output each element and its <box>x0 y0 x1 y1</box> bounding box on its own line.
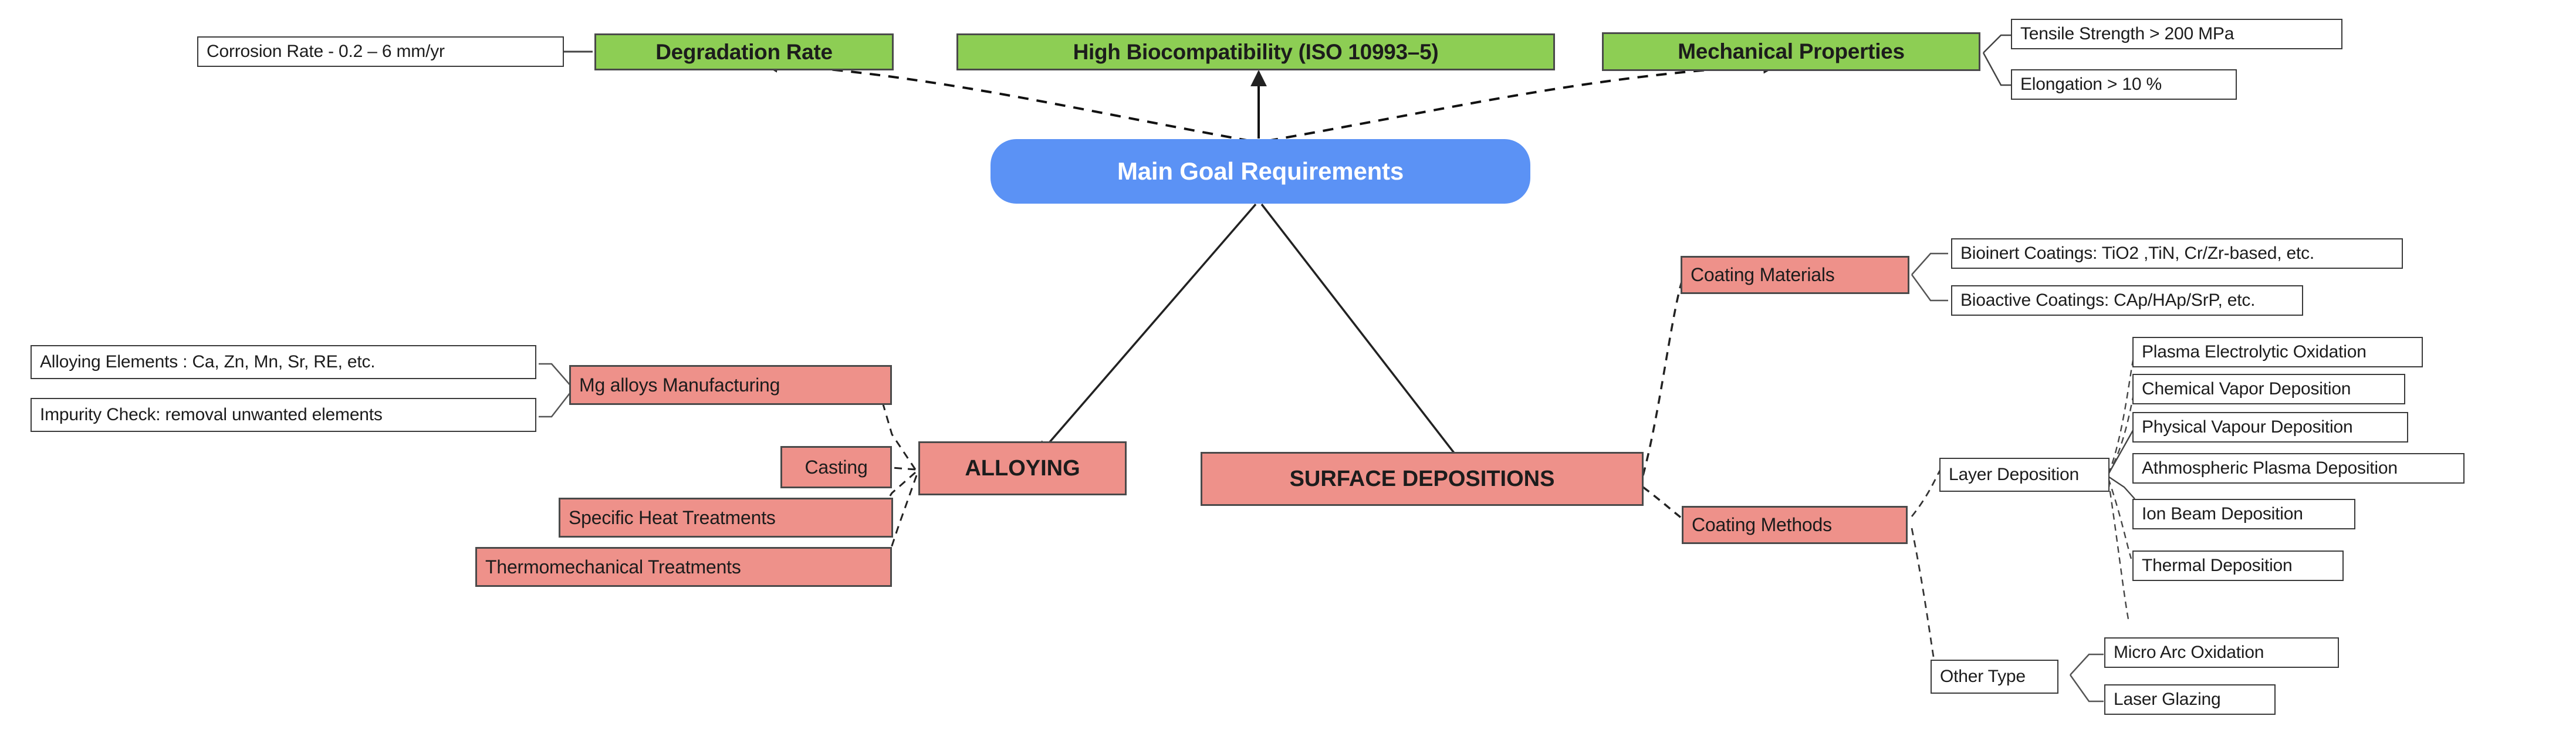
method-ion-beam-deposition-label: Ion Beam Deposition <box>2142 504 2303 524</box>
edge-mg-to-alloying-elements <box>539 363 573 388</box>
edge-coating-materials-to-bioactive <box>1911 274 1948 302</box>
method-physical-vapour-deposition: Physical Vapour Deposition <box>2132 412 2408 443</box>
method-micro-arc-oxidation-label: Micro Arc Oxidation <box>2114 643 2264 662</box>
node-alloying[interactable]: ALLOYING <box>918 441 1127 495</box>
node-specific-heat-treatments[interactable]: Specific Heat Treatments <box>559 498 893 538</box>
edge-other-to-mao <box>2070 653 2104 676</box>
requirement-degradation-rate[interactable]: Degradation Rate <box>594 33 894 70</box>
requirement-degradation-rate-label: Degradation Rate <box>655 39 833 64</box>
method-laser-glazing: Laser Glazing <box>2104 684 2276 715</box>
edge-surface-to-coating-materials <box>1642 274 1685 476</box>
edge-coating-methods-to-other-type <box>1911 528 1935 661</box>
detail-elongation: Elongation > 10 % <box>2011 69 2237 100</box>
node-layer-deposition[interactable]: Layer Deposition <box>1939 458 2110 492</box>
node-coating-materials-label: Coating Materials <box>1691 264 1835 285</box>
node-thermomechanical-treatments-label: Thermomechanical Treatments <box>485 556 741 577</box>
method-micro-arc-oxidation: Micro Arc Oxidation <box>2104 637 2339 668</box>
method-ion-beam-deposition: Ion Beam Deposition <box>2132 499 2355 529</box>
node-other-type-label: Other Type <box>1940 667 2026 686</box>
root-node-main-goal-requirements[interactable]: Main Goal Requirements <box>990 139 1530 204</box>
method-chemical-vapor-deposition: Chemical Vapor Deposition <box>2132 374 2405 404</box>
node-casting-label: Casting <box>804 456 868 478</box>
detail-impurity-check: Impurity Check: removal unwanted element… <box>31 398 536 432</box>
detail-elongation-label: Elongation > 10 % <box>2020 75 2162 94</box>
edge-layer-to-apd <box>2108 476 2135 499</box>
edge-mechanical-to-tensile <box>1983 34 2013 53</box>
node-coating-materials[interactable]: Coating Materials <box>1681 256 1909 294</box>
detail-bioinert-coatings: Bioinert Coatings: TiO2 ,TiN, Cr/Zr-base… <box>1951 238 2403 269</box>
node-mg-alloys-manufacturing-label: Mg alloys Manufacturing <box>579 374 780 396</box>
method-physical-vapour-deposition-label: Physical Vapour Deposition <box>2142 417 2353 437</box>
root-node-label: Main Goal Requirements <box>1117 157 1404 185</box>
edge-mg-to-impurity-check <box>539 390 573 418</box>
detail-tensile-strength-label: Tensile Strength > 200 MPa <box>2020 24 2234 43</box>
edge-mechanical-to-elongation <box>1982 52 2013 86</box>
detail-bioinert-coatings-label: Bioinert Coatings: TiO2 ,TiN, Cr/Zr-base… <box>1960 244 2315 263</box>
edge-layer-to-pvd <box>2107 427 2136 475</box>
requirement-mechanical-properties[interactable]: Mechanical Properties <box>1602 32 1980 71</box>
edge-layer-to-thermal <box>2107 479 2130 623</box>
method-athmospheric-plasma-deposition: Athmospheric Plasma Deposition <box>2132 453 2465 484</box>
node-other-type[interactable]: Other Type <box>1931 660 2058 694</box>
node-surface-depositions-label: SURFACE DEPOSITIONS <box>1289 466 1555 491</box>
edge-root-to-surface-depositions <box>1260 203 1468 471</box>
node-surface-depositions[interactable]: SURFACE DEPOSITIONS <box>1201 452 1644 506</box>
edge-coating-methods-to-layer-deposition <box>1911 466 1943 517</box>
method-thermal-deposition: Thermal Deposition <box>2132 551 2344 581</box>
method-thermal-deposition-label: Thermal Deposition <box>2142 556 2293 575</box>
node-casting[interactable]: Casting <box>780 446 892 488</box>
requirement-mechanical-properties-label: Mechanical Properties <box>1678 39 1905 63</box>
node-layer-deposition-label: Layer Deposition <box>1949 465 2079 484</box>
edge-other-to-laser <box>2069 674 2104 703</box>
node-alloying-label: ALLOYING <box>965 455 1080 481</box>
method-plasma-electrolytic-oxidation: Plasma Electrolytic Oxidation <box>2132 337 2423 367</box>
node-thermomechanical-treatments[interactable]: Thermomechanical Treatments <box>475 547 892 587</box>
method-athmospheric-plasma-deposition-label: Athmospheric Plasma Deposition <box>2142 458 2398 478</box>
edge-layer-to-cvd <box>2107 389 2136 475</box>
edge-layer-to-ibd <box>2107 478 2132 559</box>
detail-alloying-elements: Alloying Elements : Ca, Zn, Mn, Sr, RE, … <box>31 345 536 379</box>
detail-corrosion-rate: Corrosion Rate - 0.2 – 6 mm/yr <box>197 36 564 67</box>
edge-root-to-alloying <box>1037 203 1257 456</box>
detail-corrosion-rate-label: Corrosion Rate - 0.2 – 6 mm/yr <box>207 42 445 61</box>
detail-alloying-elements-label: Alloying Elements : Ca, Zn, Mn, Sr, RE, … <box>40 352 376 372</box>
detail-bioactive-coatings-label: Bioactive Coatings: CAp/HAp/SrP, etc. <box>1960 291 2256 310</box>
detail-tensile-strength: Tensile Strength > 200 MPa <box>2011 19 2342 49</box>
edge-root-to-mechanical <box>1267 57 1780 142</box>
detail-impurity-check-label: Impurity Check: removal unwanted element… <box>40 405 383 424</box>
method-chemical-vapor-deposition-label: Chemical Vapor Deposition <box>2142 379 2351 398</box>
method-plasma-electrolytic-oxidation-label: Plasma Electrolytic Oxidation <box>2142 342 2367 362</box>
method-laser-glazing-label: Laser Glazing <box>2114 690 2221 709</box>
node-specific-heat-treatments-label: Specific Heat Treatments <box>569 506 776 528</box>
node-coating-methods-label: Coating Methods <box>1692 514 1832 535</box>
node-mg-alloys-manufacturing[interactable]: Mg alloys Manufacturing <box>569 365 892 405</box>
edge-root-to-degradation <box>761 56 1250 142</box>
edge-layer-to-peo <box>2107 352 2136 475</box>
detail-bioactive-coatings: Bioactive Coatings: CAp/HAp/SrP, etc. <box>1951 285 2303 316</box>
edge-coating-materials-to-bioinert <box>1911 252 1948 275</box>
requirement-biocompatibility[interactable]: High Biocompatibility (ISO 10993–5) <box>956 33 1555 70</box>
node-coating-methods[interactable]: Coating Methods <box>1682 506 1908 544</box>
requirement-biocompatibility-label: High Biocompatibility (ISO 10993–5) <box>1073 39 1439 64</box>
